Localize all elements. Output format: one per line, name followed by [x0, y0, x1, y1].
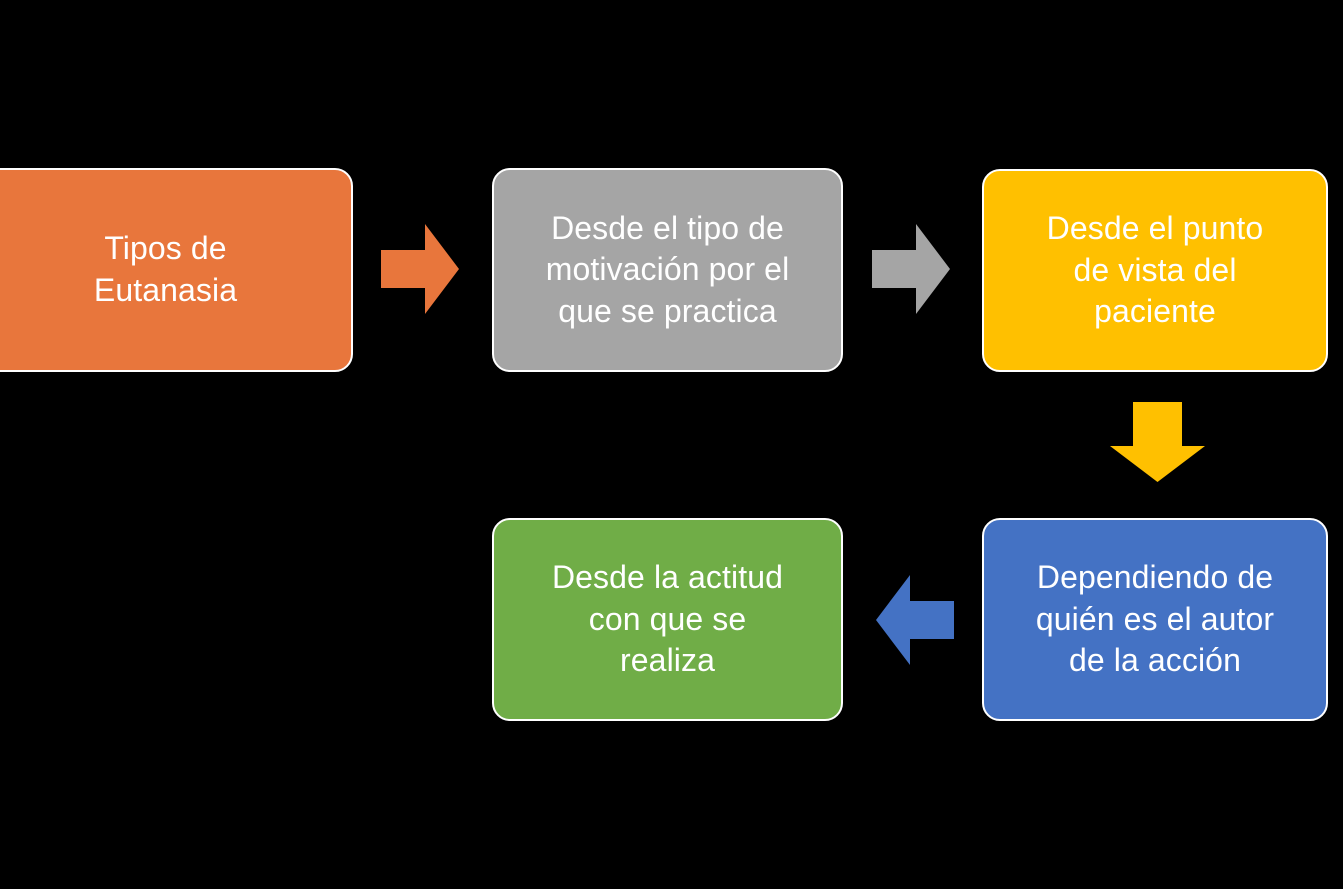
flow-node-label: Desde el punto de vista del paciente	[1046, 210, 1264, 330]
flow-node-label: Desde la actitud con que se realiza	[551, 559, 784, 679]
arrow-left-icon	[876, 575, 954, 665]
flow-node-actitud-con-que-se-realiza[interactable]: Desde la actitud con que se realiza	[492, 518, 843, 721]
arrow-right-icon	[872, 224, 950, 314]
flow-node-label: Dependiendo de quién es el autor de la a…	[1035, 559, 1275, 679]
flow-node-label: Desde el tipo de motivación por el que s…	[545, 209, 790, 329]
arrow-right-icon	[381, 224, 459, 314]
flow-node-autor-de-la-accion[interactable]: Dependiendo de quién es el autor de la a…	[982, 518, 1328, 721]
flow-node-label: Tipos de Eutanasia	[93, 230, 238, 308]
flow-node-punto-de-vista-del-paciente[interactable]: Desde el punto de vista del paciente	[982, 169, 1328, 372]
flow-node-tipos-de-eutanasia[interactable]: Tipos de Eutanasia	[0, 168, 353, 372]
arrow-down-icon	[1110, 402, 1205, 482]
flow-node-tipo-de-motivacion[interactable]: Desde el tipo de motivación por el que s…	[492, 168, 843, 372]
